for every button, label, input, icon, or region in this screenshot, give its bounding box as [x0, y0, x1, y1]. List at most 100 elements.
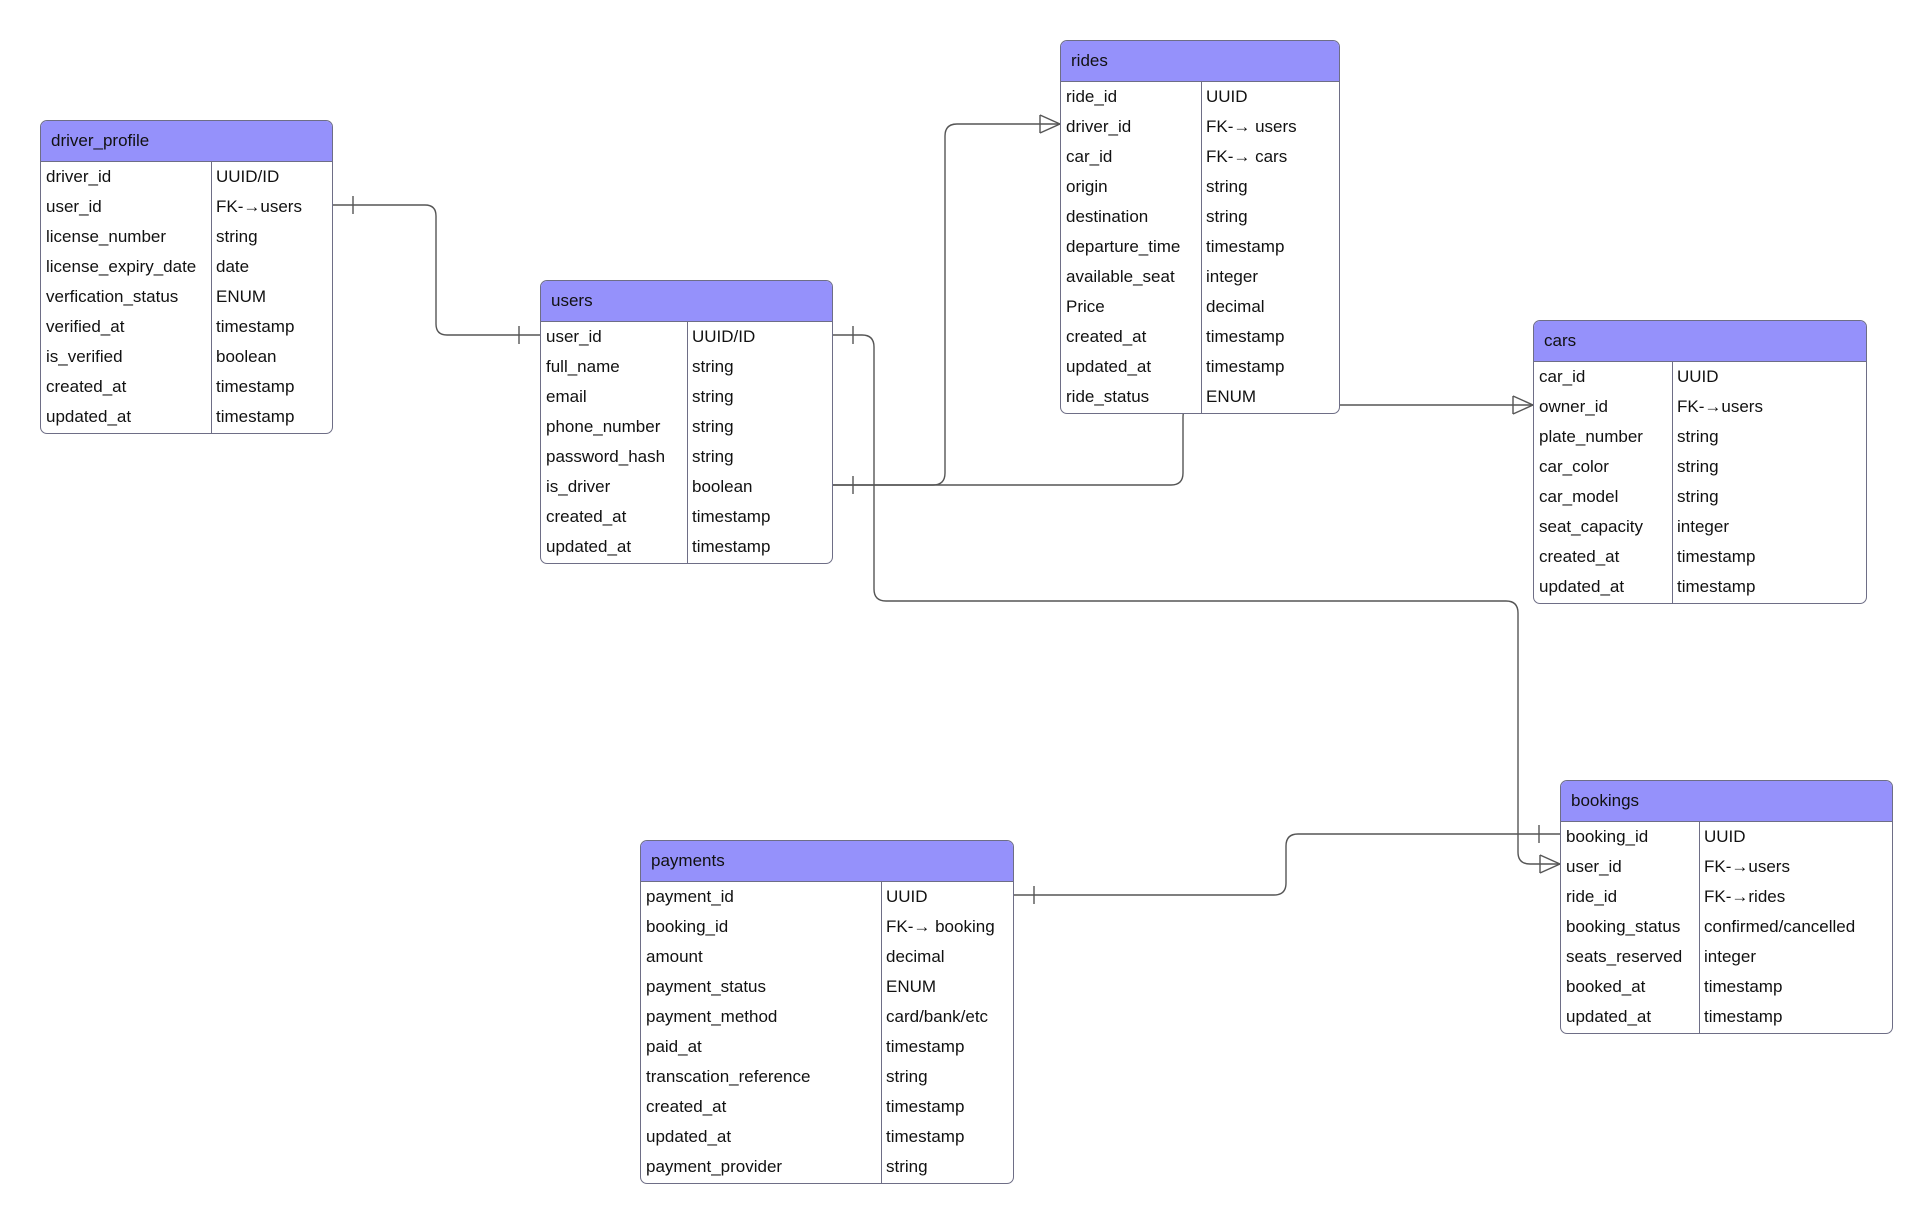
field-name: seats_reserved: [1566, 947, 1683, 966]
table-row: payment_status ENUM: [641, 972, 1013, 1002]
field-name: updated_at: [1066, 357, 1152, 376]
field-name: created_at: [1066, 327, 1147, 346]
field-type: timestamp: [216, 317, 295, 336]
field-name: amount: [646, 947, 703, 966]
table-row: payment_provider string: [641, 1152, 1013, 1182]
field-name: booked_at: [1566, 977, 1646, 996]
field-type: timestamp: [216, 407, 295, 426]
field-name: updated_at: [1566, 1007, 1652, 1026]
field-name: payment_provider: [646, 1157, 783, 1176]
field-name: available_seat: [1066, 267, 1175, 286]
field-name: user_id: [46, 197, 102, 216]
field-name: owner_id: [1539, 397, 1608, 416]
table-row: owner_id FK-→users: [1534, 392, 1866, 422]
field-type: string: [692, 447, 734, 466]
field-name: Price: [1066, 297, 1105, 316]
field-type: timestamp: [1206, 327, 1285, 346]
field-name: plate_number: [1539, 427, 1643, 446]
field-name: updated_at: [1539, 577, 1625, 596]
table-row: updated_at timestamp: [1561, 1002, 1892, 1032]
field-type: integer: [1677, 517, 1729, 536]
table-row: car_model string: [1534, 482, 1866, 512]
field-type: timestamp: [1704, 1007, 1783, 1026]
link-users-cars: [833, 404, 1533, 486]
field-type: string: [692, 387, 734, 406]
field-type: timestamp: [1704, 977, 1783, 996]
column-divider: [1201, 81, 1202, 413]
field-name: ride_id: [1066, 87, 1118, 106]
link-driver-profile-users: [333, 204, 540, 336]
table-row: created_at timestamp: [1061, 322, 1339, 352]
field-type: timestamp: [1206, 237, 1285, 256]
field-name: paid_at: [646, 1037, 702, 1056]
field-name: license_expiry_date: [46, 257, 197, 276]
field-type: string: [886, 1157, 928, 1176]
field-type: string: [692, 357, 734, 376]
table-title: bookings: [1561, 781, 1892, 822]
table-row: verified_at timestamp: [41, 312, 332, 342]
field-name: driver_id: [1066, 117, 1132, 136]
field-type: string: [1677, 487, 1719, 506]
field-type: string: [1206, 177, 1248, 196]
table-title: cars: [1534, 321, 1866, 362]
field-type: string: [1677, 457, 1719, 476]
field-name: payment_status: [646, 977, 767, 996]
field-name: user_id: [546, 327, 602, 346]
field-name: seat_capacity: [1539, 517, 1643, 536]
table-title: driver_profile: [41, 121, 332, 162]
field-name: destination: [1066, 207, 1149, 226]
column-divider: [211, 161, 212, 433]
table-row: paid_at timestamp: [641, 1032, 1013, 1062]
field-name: verfication_status: [46, 287, 179, 306]
field-type: timestamp: [1677, 547, 1756, 566]
field-type: timestamp: [886, 1037, 965, 1056]
field-type: FK-→ cars: [1206, 147, 1288, 166]
field-type: boolean: [216, 347, 277, 366]
field-type: timestamp: [692, 537, 771, 556]
field-name: phone_number: [546, 417, 661, 436]
column-divider: [1699, 821, 1700, 1033]
column-divider: [687, 321, 688, 563]
field-name: car_model: [1539, 487, 1619, 506]
table-title: payments: [641, 841, 1013, 882]
field-name: payment_id: [646, 887, 734, 906]
field-type: timestamp: [692, 507, 771, 526]
crowfoot-marker: [1512, 395, 1534, 415]
field-type: ENUM: [1206, 387, 1257, 406]
field-name: updated_at: [646, 1127, 732, 1146]
field-type: ENUM: [886, 977, 937, 996]
field-name: verified_at: [46, 317, 125, 336]
column-divider: [881, 881, 882, 1183]
field-type: FK-→users: [1677, 397, 1763, 416]
field-type: card/bank/etc: [886, 1007, 989, 1026]
